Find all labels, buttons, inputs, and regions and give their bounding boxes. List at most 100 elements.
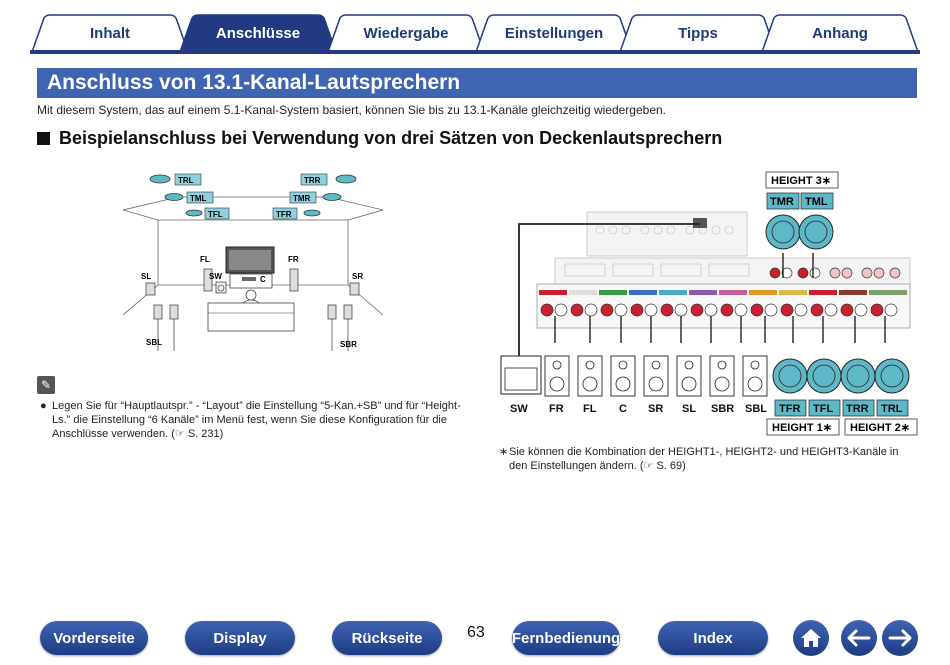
intro-text: Mit diesem System, das auf einem 5.1-Kan… [37, 103, 666, 117]
pencil-icon: ✎ [37, 376, 55, 394]
label-box [774, 399, 807, 417]
vorderseite-button[interactable]: Vorderseite [40, 621, 148, 655]
receiver-back-panel [536, 211, 911, 329]
floor-label-sw: SW [510, 403, 528, 415]
speaker-tml-icon [164, 193, 184, 201]
height-label-tfr: TFR [779, 403, 800, 415]
label-box [800, 192, 834, 210]
tab-anhang[interactable]: Anhang [760, 14, 920, 52]
label-sw: SW [209, 272, 222, 281]
speaker-sl-icon [145, 282, 156, 296]
label-fr: FR [288, 255, 299, 264]
ceiling-speakers: TRL TRR TML TMR TFL TFR [149, 173, 357, 220]
top-label-tml: TML [805, 196, 828, 208]
tab-shape [619, 14, 777, 52]
tab-inhalt[interactable]: Inhalt [30, 14, 190, 52]
height-footnote-text: Sie können die Kombination der HEIGHT1-,… [509, 446, 899, 472]
height-label-tfl: TFL [813, 403, 833, 415]
height3-box [765, 171, 839, 189]
label-sbr: SBR [340, 340, 357, 349]
subwoofer-cable [518, 223, 700, 358]
fernbedienung-button[interactable]: Fernbedienung [512, 621, 620, 655]
subwoofer-box [500, 355, 542, 395]
back-button[interactable] [841, 620, 877, 656]
tab-einstellungen[interactable]: Einstellungen [474, 14, 634, 52]
height3-label: HEIGHT 3∗ [771, 175, 831, 187]
display-button[interactable]: Display [185, 621, 295, 655]
height-footnote: ∗ Sie können die Kombination der HEIGHT1… [499, 445, 919, 473]
label-tml: TML [190, 194, 207, 203]
label-box [808, 399, 841, 417]
speaker-trl-icon [149, 174, 171, 184]
height12-speakers [772, 358, 910, 394]
tab-label: Anhang [812, 24, 868, 42]
speaker-fr-icon [289, 268, 299, 292]
rueckseite-button[interactable]: Rückseite [332, 621, 442, 655]
tab-wiedergabe[interactable]: Wiedergabe [326, 14, 486, 52]
label-tfl: TFL [208, 210, 223, 219]
index-button[interactable]: Index [658, 621, 768, 655]
floor-speakers [544, 355, 768, 397]
label-box [186, 191, 214, 204]
label-box [300, 173, 328, 186]
height1-label: HEIGHT 1∗ [772, 422, 832, 434]
page-title: Anschluss von 13.1-Kanal-Lautsprechern [37, 68, 917, 98]
arrow-left-icon [847, 629, 871, 647]
label-sl: SL [141, 272, 151, 281]
label-box [766, 192, 800, 210]
floor-speaker-cables [554, 316, 886, 343]
speaker-sbl-icon [169, 304, 179, 320]
height-label-trl: TRL [881, 403, 903, 415]
listener-head-icon [245, 289, 257, 301]
tab-shape [31, 14, 189, 52]
section-title-text: Beispielanschluss bei Verwendung von dre… [59, 128, 723, 148]
channel-color-strip [539, 290, 907, 295]
speaker-tfr-icon [303, 209, 321, 217]
speaker-fl-icon [203, 268, 213, 292]
setup-note-text: Legen Sie für “Hauptlautspr.” - “Layout”… [52, 400, 461, 440]
height3-speakers [765, 214, 834, 250]
tab-shape [761, 14, 919, 52]
top-label-tmr: TMR [770, 196, 794, 208]
height1-box [766, 418, 840, 436]
height2-box [844, 418, 918, 436]
tab-shape [475, 14, 633, 52]
height2-label: HEIGHT 2∗ [850, 422, 910, 434]
tab-tipps[interactable]: Tipps [618, 14, 778, 52]
preout-jack-icon [693, 218, 707, 228]
floor-label-fr: FR [549, 403, 564, 415]
speaker-sbr-icon [327, 304, 337, 320]
height-label-trr: TRR [846, 403, 869, 415]
tab-label: Wiedergabe [363, 24, 449, 42]
home-button[interactable] [793, 620, 829, 656]
tv-screen [229, 250, 271, 270]
listening-area [207, 289, 295, 332]
label-sbl: SBL [146, 338, 162, 347]
wiring-diagram: HEIGHT 3∗ TMR TML [500, 171, 918, 436]
top-tab-bar: Inhalt Anschlüsse Wiedergabe Einstellung… [30, 14, 920, 52]
speaker-sr-icon [349, 282, 360, 296]
label-trl: TRL [178, 176, 194, 185]
speaker-terminals [540, 267, 901, 317]
speaker-tfl-icon [185, 209, 203, 217]
forward-button[interactable] [882, 620, 918, 656]
speaker-sbl-left-icon [153, 304, 163, 320]
tab-anschluesse[interactable]: Anschlüsse [178, 14, 338, 52]
floor-label-c: C [619, 403, 627, 415]
height3-cables [782, 253, 814, 278]
floor-label-sbl: SBL [745, 403, 767, 415]
receiver-icon [242, 277, 256, 281]
tab-underline [30, 50, 920, 54]
floor-label-fl: FL [583, 403, 597, 415]
page-number: 63 [467, 624, 485, 641]
speaker-tmr-icon [765, 214, 801, 250]
tab-label: Tipps [678, 24, 718, 42]
room-layout-diagram: TRL TRR TML TMR TFL TFR FL FR SW C [122, 173, 384, 351]
label-box [272, 207, 298, 220]
arrow-right-icon [888, 629, 912, 647]
surround-speakers: SL SR SBL SBR [141, 272, 363, 351]
label-box [289, 191, 317, 204]
tab-label: Einstellungen [504, 24, 604, 42]
speaker-tmr-icon [322, 193, 342, 201]
speaker-trr-icon [335, 174, 357, 184]
